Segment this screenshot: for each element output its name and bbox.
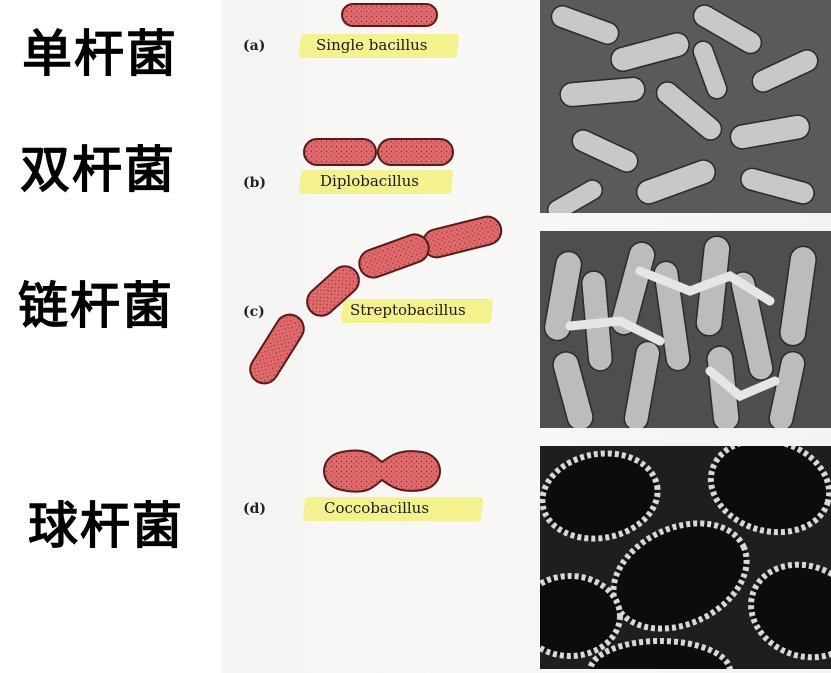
cell-single <box>341 3 438 27</box>
cell-diplo-2 <box>377 138 454 166</box>
cn-label-single: 单杆菌 <box>22 25 178 83</box>
label-letter-a: (a) <box>243 38 266 54</box>
cn-label-strepto: 链杆菌 <box>18 277 174 335</box>
cell-strepto-3 <box>306 265 360 317</box>
micrograph-streptobacillus <box>540 231 831 428</box>
label-letter-d: (d) <box>243 501 267 517</box>
micrograph-single-bacillus <box>540 0 831 213</box>
label-coccobacillus: Coccobacillus <box>324 499 430 517</box>
cell-cocco <box>323 449 441 493</box>
cell-strepto-1 <box>421 215 503 259</box>
cell-diplo-1 <box>303 138 377 166</box>
label-letter-b: (b) <box>243 175 267 191</box>
label-single-bacillus: Single bacillus <box>316 36 428 54</box>
label-streptobacillus: Streptobacillus <box>350 301 466 319</box>
cn-label-diplo: 双杆菌 <box>20 141 176 199</box>
label-diplobacillus: Diplobacillus <box>320 172 419 190</box>
cn-label-cocco: 球杆菌 <box>28 497 184 555</box>
cell-strepto-2 <box>358 233 430 279</box>
label-letter-c: (c) <box>243 304 265 320</box>
cell-strepto-4 <box>249 313 305 385</box>
micrograph-coccobacillus <box>540 446 831 669</box>
